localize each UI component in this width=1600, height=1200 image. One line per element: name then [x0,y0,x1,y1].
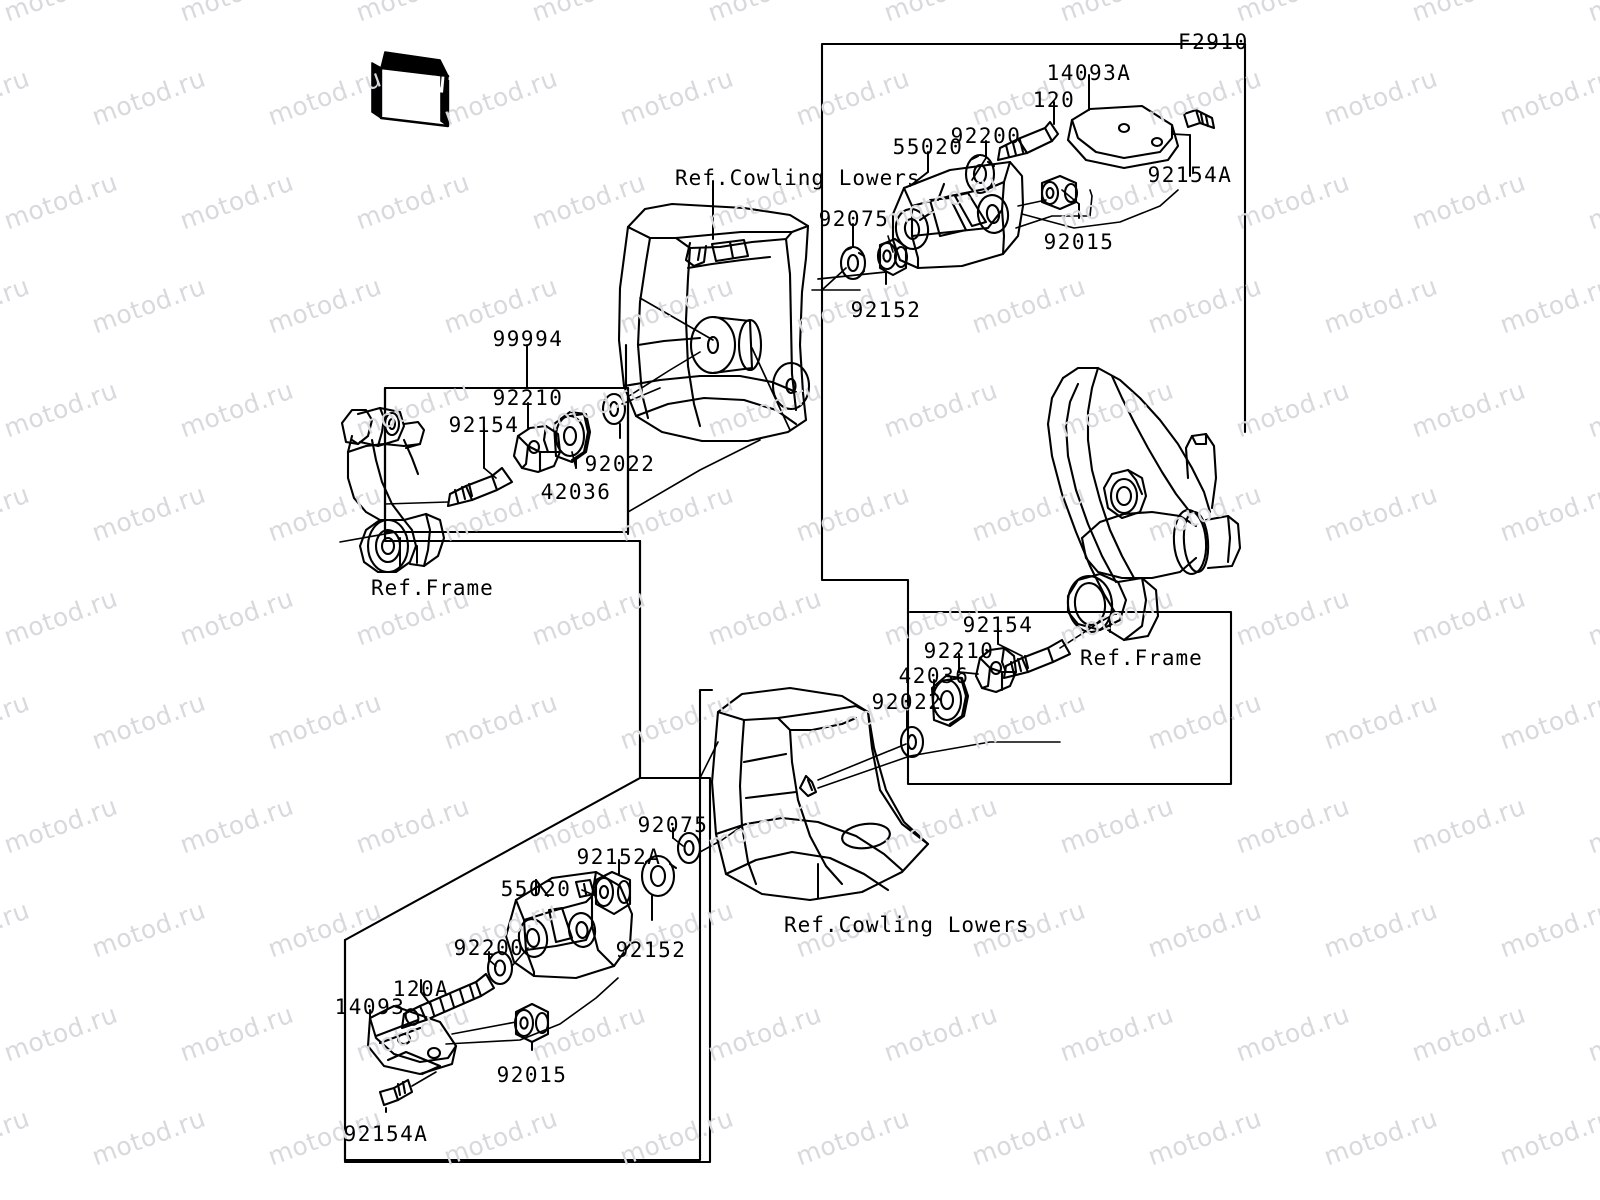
label-l92210_mid: 92210 [492,386,564,410]
label-l92152_bot: 92152 [615,938,687,962]
slider-block-bottom [504,870,634,980]
label-ref_frame_r: Ref.Frame [1080,646,1203,670]
label-l92022_r: 92022 [871,690,943,714]
cowling-lower-bottom [710,686,930,902]
grommet-92075-bottom [676,831,702,865]
bolt-92154-mid [446,466,514,508]
label-l92075_top: 92075 [818,207,890,231]
label-l92154a_bot: 92154A [343,1122,429,1146]
label-l92152_top: 92152 [850,298,922,322]
washer-92022-right [899,725,925,759]
bolt-120-upper [996,120,1060,162]
label-l92015_bot: 92015 [496,1063,568,1087]
label-f2910: F2910 [1178,30,1249,54]
label-l92154_r: 92154 [962,613,1034,637]
label-l14093: 14093 [334,995,406,1019]
collar-92015-bottom [513,1002,550,1044]
nut-92210-right [974,646,1018,694]
bushing-42036-right [930,674,970,728]
label-l14093a: 14093A [1046,61,1132,85]
nut-92210-mid [512,424,562,474]
cover-14093a [1066,104,1180,170]
collar-92152a-bottom [593,870,632,916]
collar-92015-upper [1040,174,1079,211]
washer-92022-mid [601,392,627,426]
label-l42036_r: 42036 [898,664,970,688]
label-l42036_mid: 42036 [540,480,612,504]
label-l92022_mid: 92022 [584,452,656,476]
label-l99994: 99994 [492,327,564,351]
ref-frame-right [1046,366,1242,642]
label-l92152a_bot: 92152A [576,845,662,869]
label-l92154_mid: 92154 [448,413,520,437]
label-l55020_bot: 55020 [500,877,572,901]
collar-92152-upper [876,237,909,277]
cowling-lower-upper [617,202,811,443]
label-l92210_r: 92210 [923,639,995,663]
label-l92200_bot: 92200 [453,936,525,960]
label-ref_cowl_bot: Ref.Cowling Lowers [784,913,1030,937]
label-l120: 120 [1032,88,1076,112]
screw-92154a-bottom [378,1078,414,1107]
washer-92200-upper [964,153,996,195]
label-l120a: 120A [392,977,450,1001]
washer-92200-bottom [486,950,514,986]
bushing-42036-mid [552,410,592,464]
label-ref_cowl_top: Ref.Cowling Lowers [675,166,921,190]
label-l92075_bot: 92075 [637,813,709,837]
grommet-92152-bottom [640,854,678,898]
label-l92154a_top: 92154A [1147,163,1233,187]
ref-frame-left [340,406,446,574]
label-l92015_top: 92015 [1043,230,1115,254]
screw-92154a-upper [1182,108,1216,130]
front-marker [371,51,450,128]
label-l55020_top: 55020 [892,135,964,159]
label-l92200_top: 92200 [950,124,1022,148]
label-ref_frame_l: Ref.Frame [371,576,494,600]
cover-14093-bottom [366,1004,458,1076]
